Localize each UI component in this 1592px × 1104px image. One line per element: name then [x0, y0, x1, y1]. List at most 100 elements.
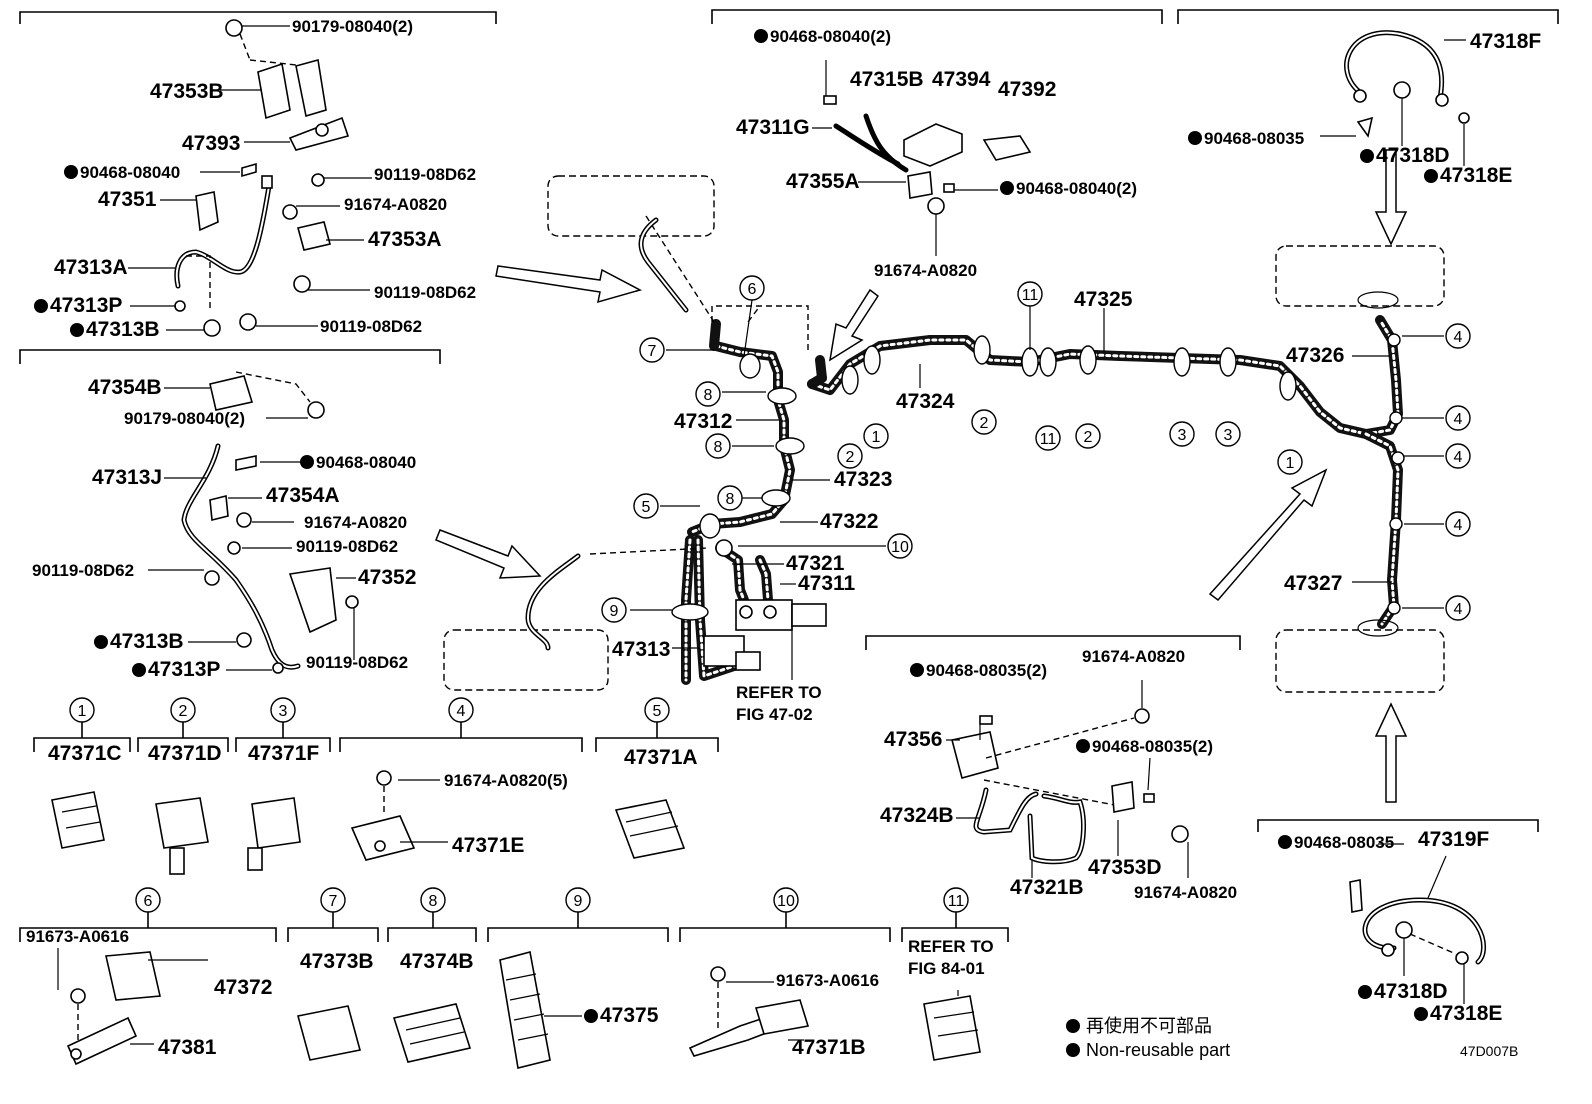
part-number-47381: 47381 — [158, 1036, 217, 1059]
refer-to-label-b: REFER TO — [908, 937, 994, 956]
callout-number: 2 — [1084, 429, 1093, 446]
part-number-47354a: 47354A — [266, 484, 340, 507]
part-glyphs — [174, 19, 1470, 965]
callout-number: 3 — [1224, 427, 1233, 444]
callout-circle — [1017, 281, 1043, 307]
part-number-90468-08040-2-: 90468-08040(2) — [1016, 179, 1137, 198]
part-number-47321: 47321 — [786, 552, 845, 575]
part-number-47312: 47312 — [674, 410, 732, 433]
callout-number: 4 — [1454, 329, 1463, 346]
callout-circle — [1169, 421, 1195, 447]
callout-circle — [717, 485, 743, 511]
callout-5: 5 — [644, 697, 670, 723]
part-number-91674-a0820: 91674-A0820 — [874, 261, 977, 280]
callout-number: 8 — [726, 491, 735, 508]
callout-1: 1 — [1277, 449, 1303, 475]
part-number-47313j: 47313J — [92, 466, 162, 489]
callout-circle — [135, 887, 161, 913]
callout-8: 8 — [705, 433, 731, 459]
part-number-90468-08035-2-: 90468-08035(2) — [926, 661, 1047, 680]
callout-circle — [837, 443, 863, 469]
part-number-47326: 47326 — [1286, 344, 1344, 367]
part-number-47372: 47372 — [214, 976, 272, 999]
part-number-47353d: 47353D — [1088, 856, 1162, 879]
callout-number: 10 — [777, 893, 795, 910]
part-number-90119-08d62: 90119-08D62 — [374, 165, 476, 184]
non-reusable-dot-icon — [584, 1009, 598, 1023]
callout-number: 7 — [329, 893, 338, 910]
part-number-47371d: 47371D — [148, 742, 222, 765]
part-number-47318e: 47318E — [1440, 164, 1512, 187]
callout-circle — [320, 887, 346, 913]
callout-2: 2 — [971, 409, 997, 435]
part-number-90119-08d62: 90119-08D62 — [306, 653, 408, 672]
callout-4: 4 — [1445, 443, 1471, 469]
callout-4: 4 — [1445, 323, 1471, 349]
part-number-47371c: 47371C — [48, 742, 122, 765]
part-number-91674-a0820: 91674-A0820 — [1082, 647, 1185, 666]
callout-2: 2 — [837, 443, 863, 469]
callout-number: 2 — [980, 415, 989, 432]
non-reusable-dot-icon — [132, 663, 146, 677]
part-number-47319f: 47319F — [1418, 828, 1489, 851]
part-number-47356: 47356 — [884, 728, 942, 751]
callout-number: 8 — [429, 893, 438, 910]
callout-circle — [565, 887, 591, 913]
callout-circle — [887, 533, 913, 559]
master-cylinder — [703, 539, 827, 680]
group-hoses — [174, 30, 1487, 965]
callout-circle — [1445, 405, 1471, 431]
box-hoses — [525, 217, 1399, 651]
part-number-47393: 47393 — [182, 132, 240, 155]
part-number-90468-08040: 90468-08040 — [316, 453, 416, 472]
part-number-90179-08040-2-: 90179-08040(2) — [292, 17, 413, 36]
part-number-47313a: 47313A — [54, 256, 128, 279]
part-number-47315b: 47315B — [850, 68, 924, 91]
callout-circle — [420, 887, 446, 913]
callout-4: 4 — [448, 697, 474, 723]
refer-to-label: REFER TO — [736, 683, 822, 702]
non-reusable-dot-icon — [1414, 1007, 1428, 1021]
callout-circle — [1445, 323, 1471, 349]
part-number-47313p: 47313P — [50, 294, 122, 317]
callout-number: 1 — [872, 429, 881, 446]
callout-circle — [644, 697, 670, 723]
callout-3: 3 — [270, 697, 296, 723]
callout-1: 1 — [863, 423, 889, 449]
part-number-47353b: 47353B — [150, 80, 224, 103]
part-number-91674-a0820: 91674-A0820 — [304, 513, 407, 532]
callout-8: 8 — [695, 381, 721, 407]
callout-number: 9 — [610, 603, 619, 620]
callout-4: 4 — [1445, 511, 1471, 537]
callout-number: 8 — [714, 439, 723, 456]
callout-circle — [1277, 449, 1303, 475]
part-number-91673-a0616: 91673-A0616 — [26, 927, 129, 946]
callout-circle — [1215, 421, 1241, 447]
refer-fig-label: FIG 47-02 — [736, 705, 813, 724]
group-brackets — [19, 9, 1559, 942]
callout-3: 3 — [1169, 421, 1195, 447]
part-number-47313b: 47313B — [86, 318, 160, 341]
callout-circle — [739, 275, 765, 301]
part-number-47394: 47394 — [932, 68, 991, 91]
callout-circle — [1445, 443, 1471, 469]
callout-circle — [170, 697, 196, 723]
callout-number: 6 — [144, 893, 153, 910]
part-number-47355a: 47355A — [786, 170, 860, 193]
callout-number: 4 — [1454, 449, 1463, 466]
callout-circle — [705, 433, 731, 459]
callout-11: 11 — [1035, 425, 1061, 451]
callout-circle — [601, 597, 627, 623]
part-number-90468-08035: 90468-08035 — [1204, 129, 1304, 148]
callout-number: 7 — [648, 343, 657, 360]
part-number-47311: 47311 — [798, 572, 856, 595]
part-number-47313: 47313 — [612, 638, 670, 661]
non-reusable-dot-icon — [34, 299, 48, 313]
non-reusable-dot-icon — [910, 663, 924, 677]
dashed-leaders — [589, 215, 809, 555]
part-number-47321b: 47321B — [1010, 876, 1084, 899]
part-number-47392: 47392 — [998, 78, 1056, 101]
callout-6: 6 — [135, 887, 161, 913]
